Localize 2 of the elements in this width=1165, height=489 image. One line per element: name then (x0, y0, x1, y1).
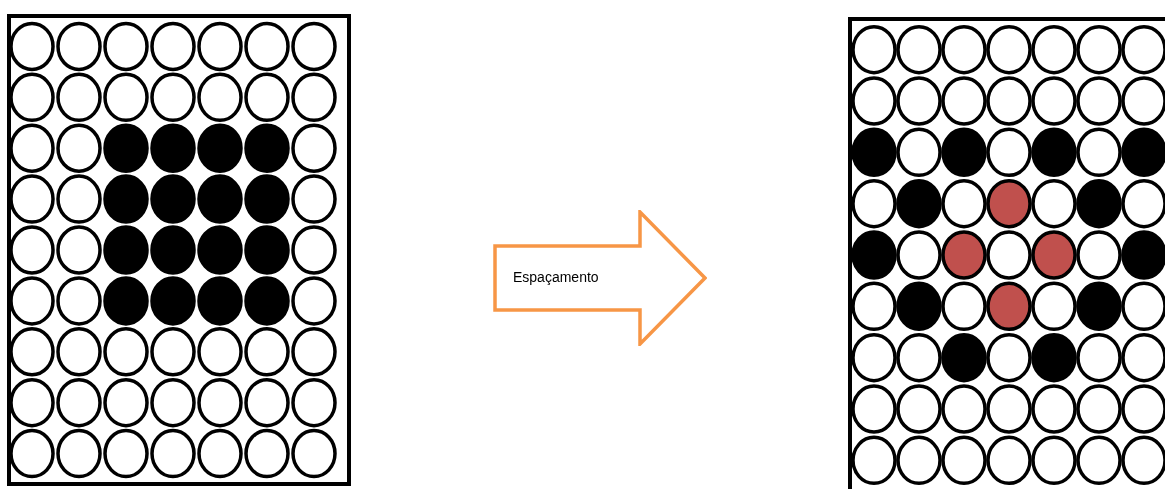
node-text: Espaçamento (513, 269, 599, 285)
block-arrow (493, 210, 707, 346)
